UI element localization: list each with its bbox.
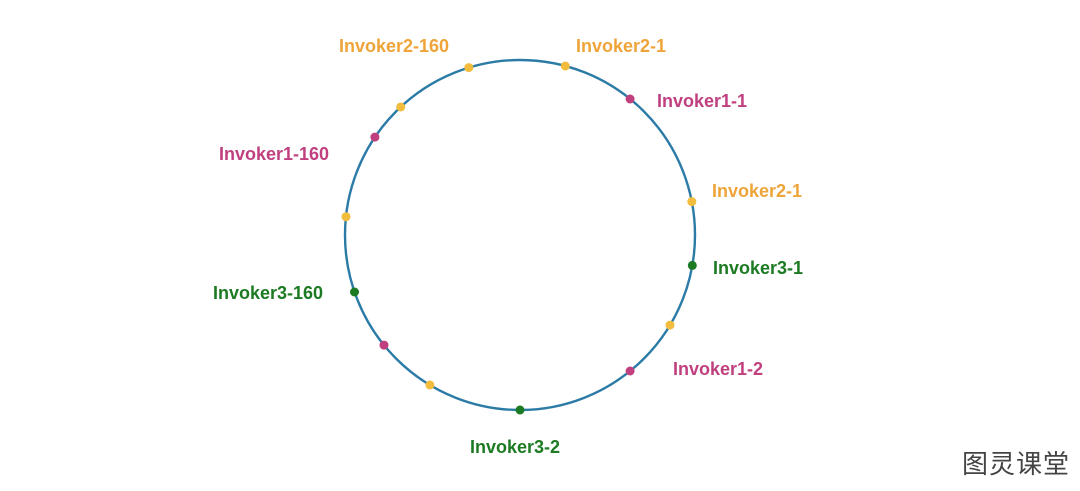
node-invoker2-unlabeled-right [665, 320, 675, 330]
watermark-text: 图灵课堂 [961, 450, 1070, 480]
node-invoker2-1-right [687, 197, 697, 207]
label-invoker3-2: Invoker3-2 [470, 437, 560, 457]
node-invoker3-160 [350, 287, 359, 297]
label-invoker2-1-top: Invoker2-1 [576, 36, 666, 56]
label-invoker1-2: Invoker1-2 [673, 359, 763, 379]
node-invoker2-unlabeled-lower [425, 380, 435, 390]
node-invoker1-1 [625, 94, 635, 104]
label-invoker3-1: Invoker3-1 [713, 258, 803, 278]
node-invoker2-unlabeled-upper [396, 102, 406, 112]
label-invoker1-1: Invoker1-1 [657, 91, 747, 111]
node-invoker2-160 [464, 63, 474, 73]
label-invoker2-1-right: Invoker2-1 [712, 181, 802, 201]
label-invoker3-160: Invoker3-160 [213, 283, 323, 303]
ring-nodes [341, 61, 697, 415]
node-invoker1-2 [625, 366, 635, 376]
node-invoker2-1-top [560, 61, 570, 71]
label-invoker2-160: Invoker2-160 [339, 36, 449, 56]
node-invoker1-unlabeled [379, 340, 389, 350]
node-invoker3-1 [687, 260, 697, 270]
node-invoker2-unlabeled-left [341, 212, 351, 222]
node-invoker1-160 [370, 132, 380, 142]
node-invoker3-2 [515, 405, 525, 415]
hash-ring [343, 58, 697, 412]
label-invoker1-160: Invoker1-160 [219, 144, 329, 164]
